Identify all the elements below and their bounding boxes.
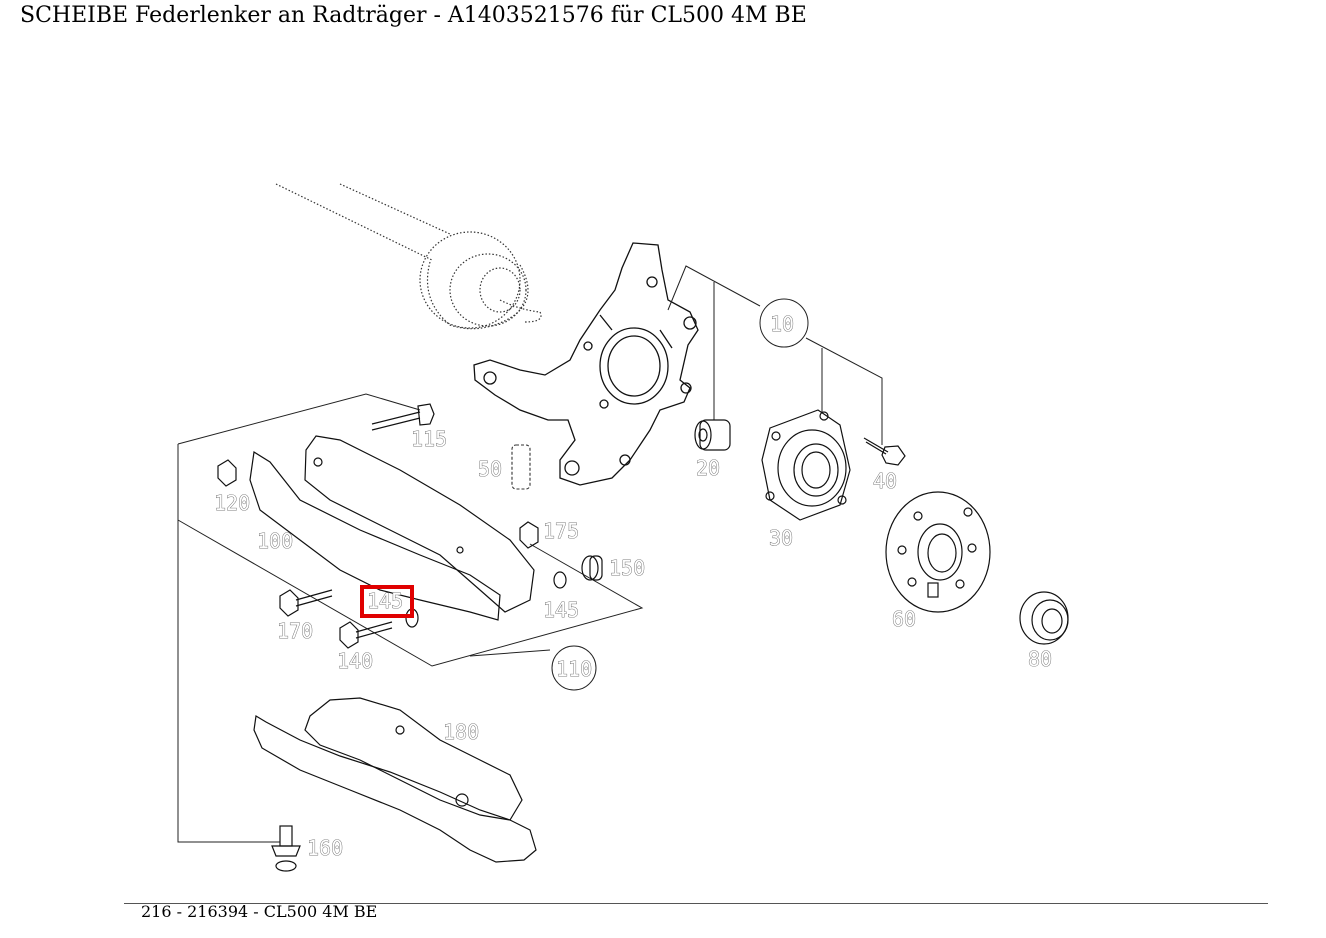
hub-flange-60 <box>885 491 991 613</box>
label-170[interactable]: 170 <box>277 619 314 644</box>
group-frame-110 <box>177 393 644 843</box>
label-145[interactable]: 145 <box>543 598 580 623</box>
highlight-box <box>360 585 414 618</box>
label-145-highlighted[interactable]: 145 <box>367 589 404 614</box>
label-80[interactable]: 80 <box>1028 647 1053 672</box>
callout-circle-10 <box>759 298 809 348</box>
page-title: SCHEIBE Federlenker an Radträger - A1403… <box>20 3 807 28</box>
leader-lines-10 <box>667 265 883 445</box>
spring-pin-50 <box>511 444 531 490</box>
label-140[interactable]: 140 <box>337 649 374 674</box>
wheel-hub-30 <box>761 409 851 521</box>
cover-panel-180 <box>253 697 537 863</box>
bushing-20 <box>694 419 731 451</box>
footer-divider <box>124 903 1268 904</box>
label-20[interactable]: 20 <box>696 456 721 481</box>
label-120[interactable]: 120 <box>214 491 251 516</box>
drive-shaft <box>275 183 542 330</box>
label-160[interactable]: 160 <box>307 836 344 861</box>
bolt-40 <box>863 437 906 466</box>
spring-link-100 <box>249 435 535 621</box>
wheel-carrier <box>473 242 699 486</box>
axle-nut-80 <box>1019 591 1069 645</box>
label-60[interactable]: 60 <box>892 607 917 632</box>
label-50[interactable]: 50 <box>478 457 503 482</box>
part-labels: 10 20 30 40 50 60 80 100 110 115 120 140… <box>214 312 1053 861</box>
label-180[interactable]: 180 <box>443 720 480 745</box>
footer-text: 216 - 216394 - CL500 4M BE <box>141 902 378 921</box>
label-150[interactable]: 150 <box>609 556 646 581</box>
label-115[interactable]: 115 <box>411 427 448 452</box>
label-10[interactable]: 10 <box>770 312 795 337</box>
callout-circle-110 <box>551 645 597 691</box>
label-40[interactable]: 40 <box>873 469 898 494</box>
hardware-parts <box>217 403 603 872</box>
label-30[interactable]: 30 <box>769 526 794 551</box>
label-175[interactable]: 175 <box>543 519 580 544</box>
label-100[interactable]: 100 <box>257 529 294 554</box>
label-110[interactable]: 110 <box>556 657 593 682</box>
